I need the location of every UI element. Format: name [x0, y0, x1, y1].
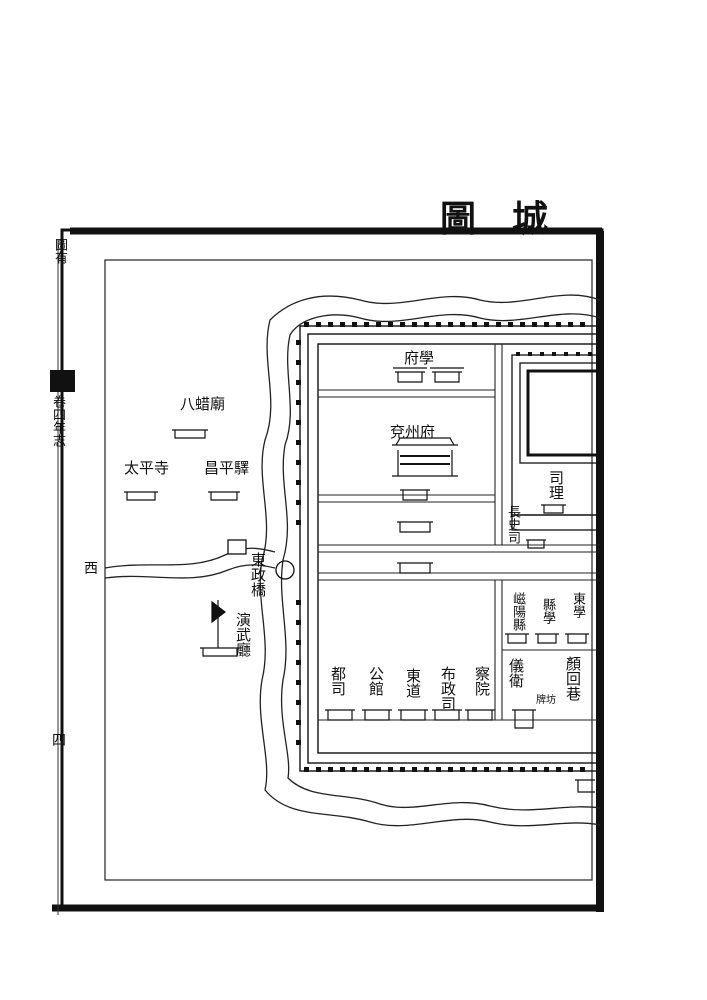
palace-crenels	[516, 352, 592, 356]
wall-crenels-bottom	[304, 767, 585, 772]
west-river-top	[104, 547, 276, 569]
label-east-school: 東學	[570, 592, 585, 618]
label-bazha-temple: 八蜡廟	[180, 395, 226, 413]
west-river-bottom	[104, 564, 276, 579]
label-changshi-si: 長史司	[505, 505, 520, 544]
moat-outer	[259, 294, 601, 827]
margin-text-mid: 卷四年志	[50, 395, 65, 447]
inner-frame	[104, 259, 593, 881]
label-yin-county: 嵫陽縣	[510, 592, 525, 631]
label-gongguan: 公館	[367, 666, 385, 696]
label-sili: 司理	[547, 470, 565, 500]
label-dongzheng-bridge: 東政橋	[249, 552, 267, 597]
margin-text-top: 圖有	[52, 238, 67, 264]
label-yanwu-hall: 演武廳	[234, 612, 252, 657]
streets	[318, 344, 600, 721]
compass-west: 西	[84, 561, 98, 577]
outer-frame	[60, 228, 604, 912]
label-buzheng-si: 布政司	[439, 666, 457, 711]
margin-text-bottom: 四	[52, 733, 66, 749]
margin-tab	[50, 370, 75, 392]
label-taiping-temple: 太平寺	[124, 459, 170, 477]
label-county-school: 縣學	[540, 598, 555, 624]
label-changping-post: 昌平驛	[204, 459, 250, 477]
label-dongdao: 東道	[404, 668, 422, 698]
wall-crenels-left	[296, 340, 301, 745]
label-duzhi-si: 都司	[329, 666, 347, 696]
gate-arch	[275, 560, 295, 580]
palace-compound	[511, 354, 602, 531]
moat-inner	[280, 313, 601, 811]
label-chayuan: 察院	[473, 666, 491, 696]
label-yiwei-guard: 儀衛	[507, 658, 525, 688]
bridge	[227, 539, 247, 555]
label-small-marker: 牌坊	[536, 695, 556, 706]
label-yanzhou-prefecture: 兗州府	[390, 423, 436, 441]
label-prefecture-school: 府學	[404, 349, 435, 367]
wall-crenels-top	[304, 322, 585, 327]
label-yanhui-lane: 顏回巷	[564, 656, 582, 701]
building-icons	[124, 367, 595, 793]
